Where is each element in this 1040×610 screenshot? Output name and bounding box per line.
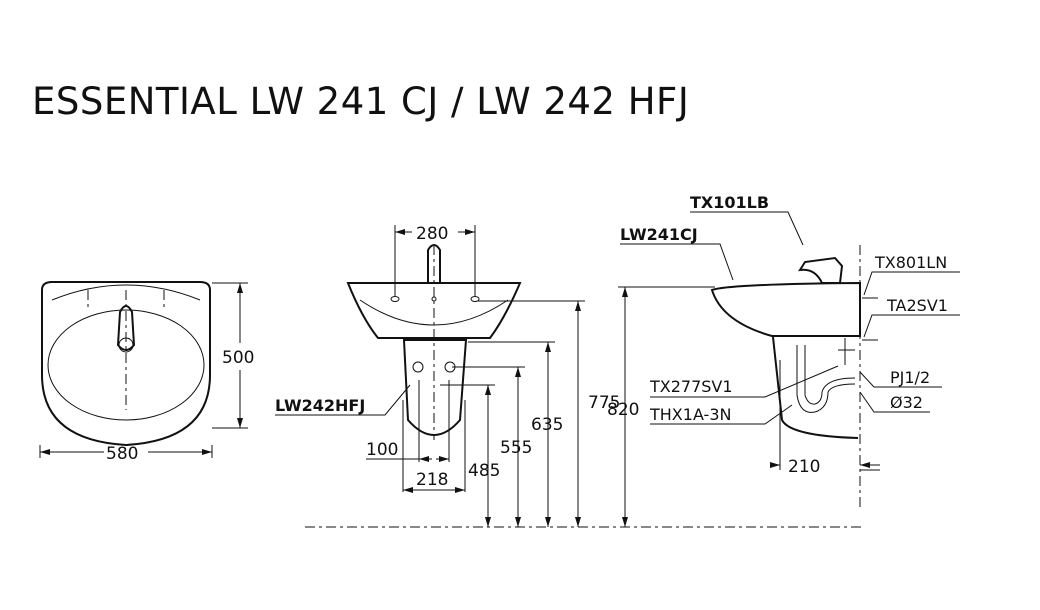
dimension-775: 775: [588, 393, 620, 413]
label-lw241cj: LW241CJ: [620, 225, 698, 244]
label-pj12: PJ1/2: [890, 368, 930, 387]
dimension-280: 280: [416, 224, 448, 244]
label-lw242hfj: LW242HFJ: [275, 396, 365, 415]
drawing-title: ESSENTIAL LW 241 CJ / LW 242 HFJ: [32, 80, 690, 123]
label-thx1a-3n: THX1A-3N: [649, 405, 731, 424]
dimension-218: 218: [416, 470, 448, 490]
dimension-635: 635: [531, 415, 563, 435]
side-view: 820 210 TX101LB LW241CJ TX801LN TA2SV1 P…: [607, 193, 960, 527]
trap-icon: [796, 345, 856, 413]
label-ta2sv1: TA2SV1: [886, 296, 948, 315]
dimension-485: 485: [468, 461, 500, 481]
dimension-555: 555: [500, 438, 532, 458]
label-o32: Ø32: [890, 393, 923, 412]
dimension-100: 100: [366, 440, 398, 460]
front-view: 280 775 635 555 485 100 218 LW242HFJ: [275, 224, 620, 527]
faucet-side-icon: [798, 256, 844, 284]
basin-side-outline: [710, 281, 861, 337]
label-tx277sv1: TX277SV1: [649, 377, 733, 396]
label-tx101lb: TX101LB: [690, 193, 769, 212]
pedestal-front-outline: [402, 339, 468, 436]
dimension-500: 500: [222, 348, 254, 368]
pedestal-side-outline: [772, 336, 859, 439]
dimension-210: 210: [788, 457, 820, 477]
bowl-outline: [47, 309, 205, 421]
top-view: 580 500: [39, 281, 254, 464]
basin-front-outline: [346, 282, 522, 339]
label-tx801ln: TX801LN: [874, 253, 947, 272]
dimension-580: 580: [106, 444, 138, 464]
dimension-820: 820: [607, 400, 639, 420]
faucet-top-icon: [116, 305, 136, 351]
basin-top-outline: [41, 281, 211, 447]
